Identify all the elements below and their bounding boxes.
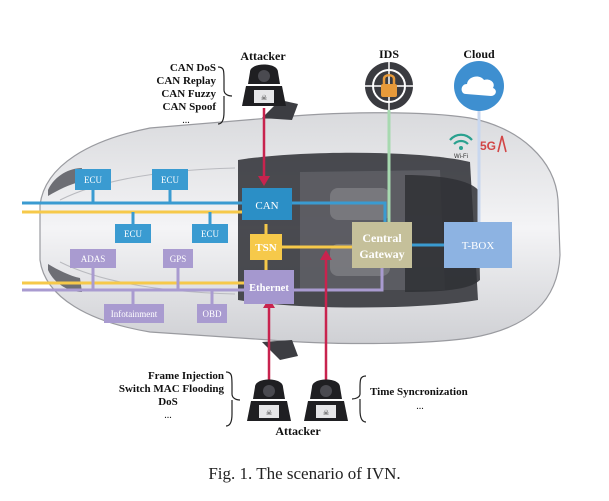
ecu-node-3: ECU bbox=[115, 224, 151, 243]
ethernet-label: Ethernet bbox=[249, 283, 289, 294]
gps-node: GPS bbox=[163, 249, 193, 268]
ivn-diagram: CAN TSN Ethernet Central Gateway T-BOX E… bbox=[22, 47, 561, 438]
adas-node: ADAS bbox=[70, 249, 116, 268]
gps-label: GPS bbox=[170, 254, 187, 264]
figure-caption: Fig. 1. The scenario of IVN. bbox=[208, 464, 401, 483]
ids-shield-icon bbox=[365, 62, 413, 110]
gateway-label-line2: Gateway bbox=[359, 247, 404, 261]
hacker-icon-right: ☠ bbox=[304, 379, 348, 421]
central-gateway-node: Central Gateway bbox=[352, 222, 412, 268]
ids-title: IDS bbox=[379, 47, 399, 61]
tsn-label: TSN bbox=[255, 242, 276, 254]
attacker-bottom-group: ☠ ☠ Attacker Frame Injection Switch MAC … bbox=[119, 370, 468, 438]
attack-bottom-right-1: ... bbox=[416, 401, 424, 412]
attacker-top-group: Attacker ☠ CAN DoS CAN Replay CAN Fuzzy … bbox=[156, 49, 286, 126]
attack-bottom-left-0: Frame Injection bbox=[148, 370, 224, 382]
attack-top-3: CAN Spoof bbox=[163, 101, 217, 113]
svg-text:☠: ☠ bbox=[323, 409, 329, 417]
attack-bottom-left-3: ... bbox=[164, 410, 172, 421]
attack-top-1: CAN Replay bbox=[156, 75, 216, 87]
ecu-label-1: ECU bbox=[84, 175, 103, 185]
ecu-label-3: ECU bbox=[124, 229, 143, 239]
attack-top-4: ... bbox=[182, 115, 190, 126]
ethernet-node: Ethernet bbox=[244, 270, 294, 304]
cellular-5g-icon: 5G bbox=[480, 135, 507, 153]
cloud-icon bbox=[454, 61, 504, 111]
hacker-icon-left: ☠ bbox=[247, 379, 291, 421]
ecu-label-4: ECU bbox=[201, 229, 220, 239]
tbox-node: T-BOX bbox=[444, 222, 512, 268]
hacker-icon: ☠ bbox=[242, 64, 286, 106]
ecu-label-2: ECU bbox=[161, 175, 180, 185]
tbox-label: T-BOX bbox=[462, 240, 495, 252]
attack-bottom-left-1: Switch MAC Flooding bbox=[119, 383, 225, 395]
attack-top-0: CAN DoS bbox=[170, 62, 216, 74]
tsn-node: TSN bbox=[250, 234, 282, 260]
cloud-title: Cloud bbox=[463, 47, 495, 61]
svg-text:☠: ☠ bbox=[266, 409, 272, 417]
adas-label: ADAS bbox=[81, 254, 106, 264]
ecu-node-4: ECU bbox=[192, 224, 228, 243]
cloud-group: Cloud Wi-Fi 5G bbox=[449, 47, 507, 160]
cellular-label: 5G bbox=[480, 139, 496, 153]
attack-top-2: CAN Fuzzy bbox=[161, 88, 216, 100]
ecu-node-2: ECU bbox=[152, 169, 188, 190]
obd-node: OBD bbox=[197, 304, 227, 323]
infotainment-node: Infotainment bbox=[104, 304, 164, 323]
svg-text:☠: ☠ bbox=[261, 94, 267, 102]
ecu-node-1: ECU bbox=[75, 169, 111, 190]
bus-lines bbox=[22, 106, 481, 304]
wifi-icon: Wi-Fi bbox=[449, 133, 473, 160]
wifi-label: Wi-Fi bbox=[454, 154, 468, 160]
obd-label: OBD bbox=[202, 309, 222, 319]
attack-bottom-right-0: Time Syncronization bbox=[370, 386, 468, 398]
attacker-bottom-title: Attacker bbox=[275, 424, 321, 438]
can-label: CAN bbox=[255, 200, 278, 212]
can-node: CAN bbox=[242, 188, 292, 220]
attack-bottom-left-2: DoS bbox=[158, 396, 178, 408]
gateway-label-line1: Central bbox=[362, 231, 402, 245]
attacker-top-title: Attacker bbox=[240, 49, 286, 63]
ids-group: IDS bbox=[365, 47, 413, 110]
infotainment-label: Infotainment bbox=[111, 309, 158, 319]
